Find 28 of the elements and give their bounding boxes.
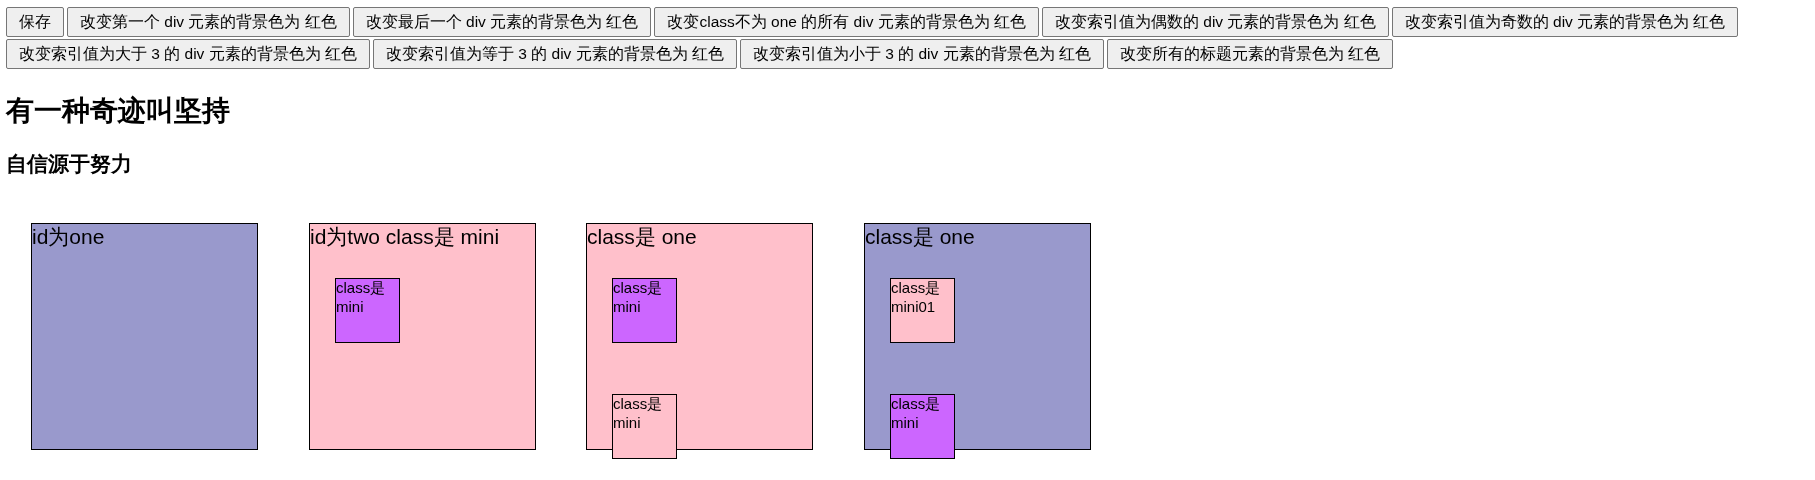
box-text: class是 mini01 — [891, 279, 942, 317]
inner-div-box — [335, 278, 400, 343]
div-box — [31, 223, 258, 450]
box-text: id为two class是 mini — [310, 224, 500, 250]
box-text: class是 one — [587, 224, 697, 250]
div-box — [309, 223, 536, 450]
button: 改变索引值为大于 3 的 div 元素的背景色为 红色 — [6, 39, 370, 69]
box-text: class是 mini — [613, 395, 664, 433]
button: 改变索引值为等于 3 的 div 元素的背景色为 红色 — [372, 39, 737, 69]
inner-div-box — [890, 278, 955, 343]
box-text: class是 mini — [336, 279, 387, 317]
heading: 有一种奇迹叫坚持 — [6, 94, 230, 128]
button: 改变第一个 div 元素的背景色为 红色 — [67, 7, 350, 37]
inner-div-box — [612, 394, 677, 459]
inner-div-box — [890, 394, 955, 459]
box-text: class是 mini — [891, 395, 942, 433]
button: 改变索引值为奇数的 div 元素的背景色为 红色 — [1391, 7, 1739, 37]
button: 改变索引值为偶数的 div 元素的背景色为 红色 — [1042, 7, 1389, 37]
button: 改变所有的标题元素的背景色为 红色 — [1106, 39, 1394, 69]
button: 保存 — [6, 7, 64, 37]
inner-div-box — [612, 278, 677, 343]
button: 改变最后一个 div 元素的背景色为 红色 — [352, 7, 652, 37]
box-text: id为one — [32, 224, 105, 250]
box-text: class是 one — [865, 224, 975, 250]
button: 改变索引值为小于 3 的 div 元素的背景色为 红色 — [739, 39, 1104, 69]
box-text: class是 mini — [613, 279, 664, 317]
button: 改变class不为 one 的所有 div 元素的背景色为 红色 — [654, 7, 1039, 37]
subheading: 自信源于努力 — [6, 151, 132, 177]
